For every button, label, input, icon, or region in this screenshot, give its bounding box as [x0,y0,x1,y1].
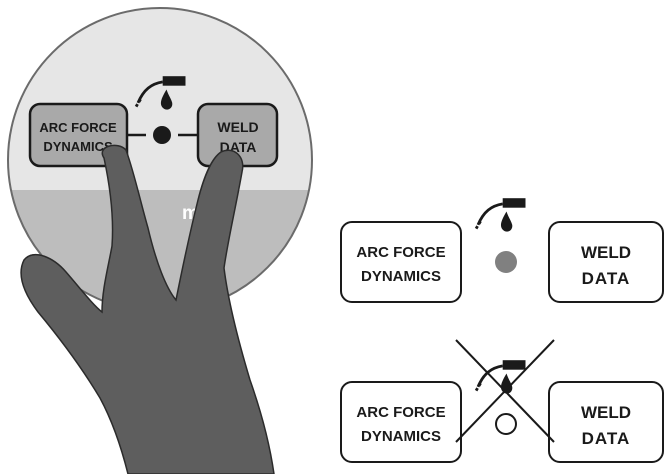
unlit-dynamics-label: DYNAMICS [361,428,441,445]
lit-arc-force-dynamics-button[interactable]: ARC FORCE DYNAMICS [340,221,462,303]
unlit-arc-force-dynamics-button[interactable]: ARC FORCE DYNAMICS [340,381,462,463]
unlit-panel: ARC FORCE DYNAMICS WELD DATA [340,339,664,463]
unlit-indicator-led [495,413,517,435]
lit-data-label: DATA [582,269,631,288]
cross-out-mark [455,339,555,443]
unlit-weld-data-button[interactable]: WELD DATA [548,381,664,463]
lit-weld-data-button[interactable]: WELD DATA [548,221,664,303]
zoom-weld-label: WELD [217,119,258,135]
hand-icon [20,144,275,474]
zoom-indicator-led [153,126,171,144]
unlit-arc-force-label: ARC FORCE [356,404,445,421]
zoom-circle: m in ARC FORCE DYNAMICS WELD DATA [7,7,313,313]
lit-dynamics-label: DYNAMICS [361,268,441,285]
lit-arc-force-label: ARC FORCE [356,244,445,261]
unlit-data-label: DATA [582,429,631,448]
lit-torch-icon [474,196,527,234]
lit-panel: ARC FORCE DYNAMICS WELD DATA [340,196,664,303]
lit-weld-label: WELD [581,243,631,262]
lit-indicator-led [495,251,517,273]
zoom-arc-force-label: ARC FORCE [39,120,117,135]
zoom-dynamics-label: DYNAMICS [43,139,113,154]
unlit-weld-label: WELD [581,403,631,422]
